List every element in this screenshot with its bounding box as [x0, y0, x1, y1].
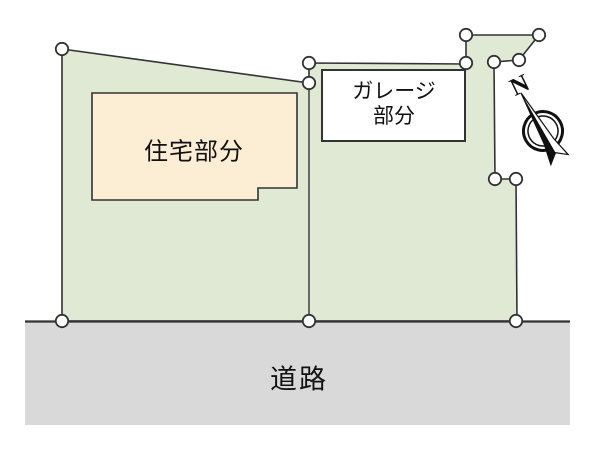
vertex-marker: [508, 313, 524, 329]
vertex-marker: [486, 54, 502, 70]
garage-outline: [321, 69, 466, 142]
vertex-markers: [54, 27, 547, 329]
vertex-marker: [301, 55, 317, 71]
garage-label-line1: ガレージ: [352, 80, 436, 103]
vertex-marker: [487, 171, 503, 187]
vertex-marker: [531, 27, 547, 43]
road-surface: [25, 322, 570, 425]
compass-icon: [520, 92, 570, 167]
vertex-marker: [301, 313, 317, 329]
vertex-marker: [301, 75, 317, 91]
vertex-marker: [508, 171, 524, 187]
compass-needle-dark-half: [521, 92, 556, 165]
house-portion-label: 住宅部分: [144, 138, 244, 166]
vertex-marker: [458, 55, 474, 71]
house-outline: [91, 92, 298, 201]
garage-label-line2: 部分: [373, 105, 415, 128]
garage-portion-label: ガレージ 部分: [352, 79, 436, 129]
vertex-marker: [458, 27, 474, 43]
vertex-marker: [54, 41, 70, 57]
vertex-marker: [54, 313, 70, 329]
road-label: 道路: [270, 364, 328, 395]
vertex-marker: [511, 52, 527, 68]
